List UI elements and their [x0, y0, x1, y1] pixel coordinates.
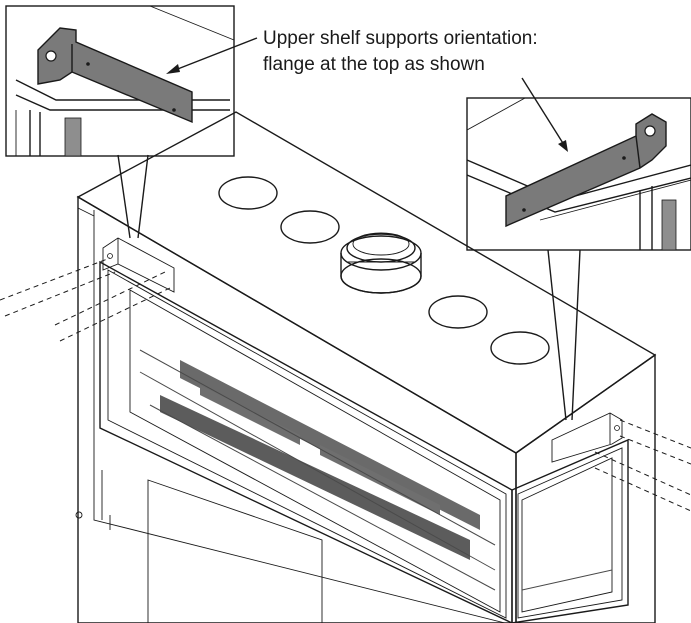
right-detail-inset [466, 97, 691, 251]
fireplace-front-face [77, 195, 517, 623]
callout-line-1: Upper shelf supports orientation: [263, 28, 538, 49]
front-glass [129, 289, 501, 613]
front-glass-panel [99, 260, 513, 623]
side-glass [521, 457, 613, 613]
vent-opening [280, 210, 340, 244]
side-glass-panel [511, 438, 629, 623]
callout-arrow-left [169, 37, 258, 73]
left-bracket-detail [37, 27, 193, 124]
right-shelf-support-bracket [551, 412, 623, 463]
fireplace-side-face [515, 353, 656, 623]
vent-opening [218, 176, 278, 210]
callout-connectors [117, 154, 581, 421]
callout-arrow-right [521, 77, 567, 149]
fireplace-unit [75, 111, 657, 623]
flue-collar [340, 232, 422, 294]
vent-opening [490, 331, 550, 365]
lower-access-panel [147, 479, 323, 623]
callout: Upper shelf supports orientation: flange… [166, 28, 568, 152]
callout-line-2: flange at the top as shown [263, 54, 485, 75]
left-shelf-support-bracket [102, 237, 175, 293]
vent-opening [428, 295, 488, 329]
right-bracket-detail [505, 113, 667, 228]
left-detail-inset [5, 5, 235, 157]
top-vent-openings [218, 176, 550, 365]
mounting-guide-lines [0, 257, 691, 512]
